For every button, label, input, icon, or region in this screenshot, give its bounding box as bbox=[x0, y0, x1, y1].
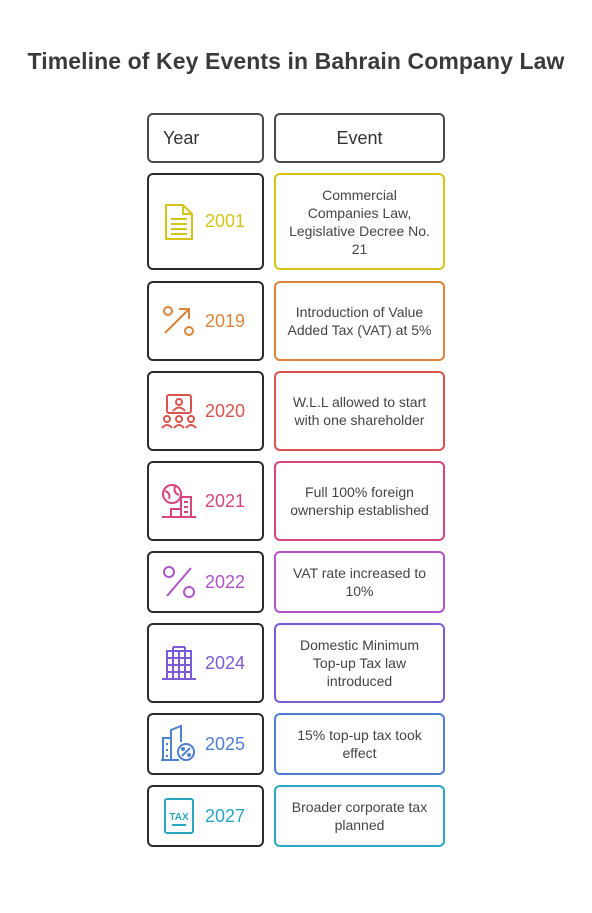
year-cell-2021: 2021 bbox=[147, 461, 264, 541]
svg-text:TAX: TAX bbox=[169, 812, 189, 823]
building-percent-icon bbox=[157, 722, 201, 766]
event-text: Full 100% foreign ownership established bbox=[290, 484, 429, 518]
event-column-header: Event bbox=[274, 113, 445, 163]
event-text: Broader corporate tax planned bbox=[291, 799, 428, 833]
event-cell-2027: Broader corporate tax planned bbox=[274, 785, 445, 847]
event-cell-2025: 15% top-up tax took effect bbox=[274, 713, 445, 775]
year-cell-2022: 2022 bbox=[147, 551, 264, 613]
event-cell-2001: Commercial Companies Law, Legislative De… bbox=[274, 173, 445, 270]
document-icon bbox=[157, 200, 201, 244]
event-text: Domestic Minimum Top-up Tax law introduc… bbox=[299, 637, 419, 689]
year-label: 2022 bbox=[205, 571, 246, 592]
year-cell-2020: 2020 bbox=[147, 371, 264, 451]
event-cell-2022: VAT rate increased to 10% bbox=[274, 551, 445, 613]
event-text: W.L.L allowed to start with one sharehol… bbox=[292, 394, 427, 428]
percent-icon bbox=[157, 560, 201, 604]
diagram-title: Timeline of Key Events in Bahrain Compan… bbox=[27, 48, 565, 74]
year-label: 2025 bbox=[205, 733, 246, 754]
year-cell-2019: 2019 bbox=[147, 281, 264, 361]
globe-building-icon bbox=[157, 479, 201, 523]
year-cell-2025: 2025 bbox=[147, 713, 264, 775]
event-cell-2020: W.L.L allowed to start with one sharehol… bbox=[274, 371, 445, 451]
year-cell-2001: 2001 bbox=[147, 173, 264, 270]
event-cell-2019: Introduction of Value Added Tax (VAT) at… bbox=[274, 281, 445, 361]
tax-document-icon: TAX bbox=[157, 794, 201, 838]
year-label: 2020 bbox=[205, 400, 246, 421]
event-cell-2024: Domestic Minimum Top-up Tax law introduc… bbox=[274, 623, 445, 703]
year-label: 2019 bbox=[205, 310, 246, 331]
event-text: VAT rate increased to 10% bbox=[292, 565, 427, 599]
year-label: 2001 bbox=[205, 211, 246, 231]
event-cell-2021: Full 100% foreign ownership established bbox=[274, 461, 445, 541]
event-text: 15% top-up tax took effect bbox=[297, 727, 422, 761]
year-cell-2027: TAX 2027 bbox=[147, 785, 264, 847]
year-label: 2024 bbox=[205, 652, 246, 673]
event-text: Introduction of Value Added Tax (VAT) at… bbox=[287, 304, 432, 338]
year-cell-2024: 2024 bbox=[147, 623, 264, 703]
people-presentation-icon bbox=[157, 389, 201, 433]
office-building-icon bbox=[157, 641, 201, 685]
percent-trend-icon bbox=[157, 299, 201, 343]
year-label: 2021 bbox=[205, 490, 246, 511]
year-label: 2027 bbox=[205, 805, 246, 826]
year-column-header: Year bbox=[147, 113, 264, 163]
event-text: Commercial Companies Law, Legislative De… bbox=[289, 186, 430, 257]
